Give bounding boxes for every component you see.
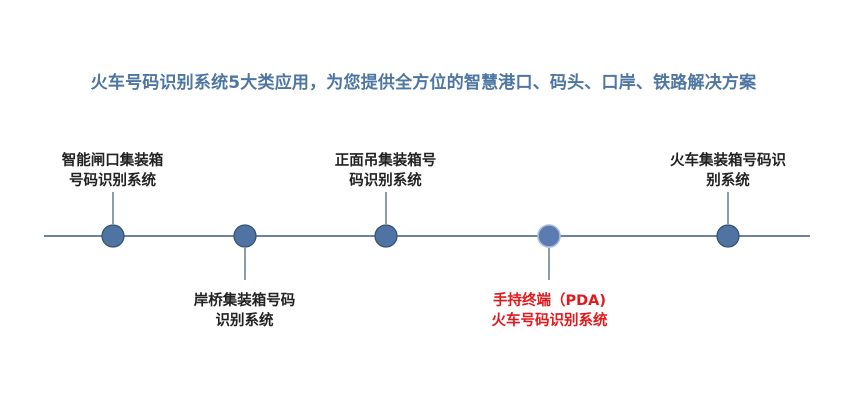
node-label-line2: 火车号码识别系统	[491, 313, 608, 329]
node-label-line1: 火车集装箱号码识	[670, 153, 786, 169]
node-label-line2: 别系统	[706, 173, 750, 189]
timeline-node-2	[374, 224, 398, 248]
node-label-line2: 号码识别系统	[69, 173, 156, 189]
node-label-line2: 码识别系统	[349, 173, 422, 189]
headline-title: 火车号码识别系统5大类应用，为您提供全方位的智慧港口、码头、口岸、铁路解决方案	[90, 73, 757, 93]
timeline-node-3	[537, 224, 561, 248]
node-label-3-highlight: 手持终端（PDA) 火车号码识别系统	[472, 291, 627, 331]
node-label-line1: 手持终端（PDA)	[492, 293, 606, 309]
node-label-0: 智能闸口集装箱 号码识别系统	[40, 151, 185, 191]
node-label-line2: 识别系统	[215, 313, 274, 329]
node-label-2: 正面吊集装箱号 码识别系统	[313, 151, 458, 191]
node-label-4: 火车集装箱号码识 别系统	[648, 151, 808, 191]
node-label-1: 岸桥集装箱号码 识别系统	[172, 291, 317, 331]
timeline-node-4	[716, 224, 740, 248]
timeline-node-1	[233, 224, 257, 248]
timeline-node-0	[101, 224, 125, 248]
node-label-line1: 岸桥集装箱号码	[193, 293, 296, 309]
node-label-line1: 智能闸口集装箱	[61, 153, 164, 169]
node-label-line1: 正面吊集装箱号	[334, 153, 437, 169]
